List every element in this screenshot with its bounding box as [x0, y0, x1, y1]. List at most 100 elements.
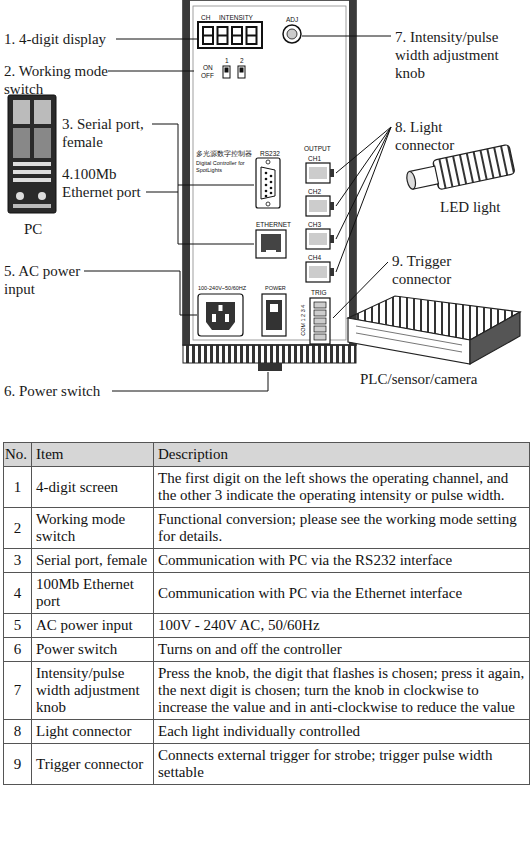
- callout-label: 5. AC power input: [4, 262, 96, 298]
- controller-housing: [193, 6, 346, 340]
- ac-inlet: [198, 294, 243, 336]
- serial-port: [270, 181, 273, 184]
- panel-text: CH1: [308, 155, 321, 162]
- table-cell: Communication with PC via the RS232 inte…: [154, 549, 530, 573]
- leader-line: [112, 372, 268, 391]
- adjust-knob: [283, 25, 301, 43]
- callout-label: 6. Power switch: [4, 382, 144, 400]
- leader-line: [108, 71, 194, 72]
- ethernet-port: [256, 230, 286, 258]
- serial-port: [261, 167, 275, 199]
- panel-text: CH3: [308, 221, 321, 228]
- trigger-connector: [314, 310, 326, 316]
- panel-text: CH4: [308, 254, 321, 261]
- table-cell: Working mode switch: [32, 508, 154, 549]
- power-switch: [266, 300, 282, 330]
- serial-port: [265, 172, 268, 175]
- callout-label: 9. Trigger connector: [392, 252, 472, 288]
- light-connector: [330, 235, 334, 243]
- plc-device: [356, 326, 462, 352]
- trigger-connector: [314, 302, 326, 308]
- power-switch: [262, 294, 286, 336]
- panel-text: ETHERNET: [256, 221, 291, 228]
- table-cell: Intensity/pulse width adjustment knob: [32, 662, 154, 720]
- callout-label: 2. Working mode switch: [4, 62, 122, 98]
- mode-switch: [223, 66, 245, 78]
- light-connector: [306, 196, 330, 216]
- panel-text: POWER: [265, 285, 286, 292]
- panel-text: INTENSITY: [219, 14, 253, 21]
- trigger-connector: [314, 326, 326, 332]
- ac-inlet: [206, 302, 235, 330]
- table-cell: 2: [4, 508, 32, 549]
- table-cell: 100V - 240V AC, 50/60Hz: [154, 614, 530, 638]
- panel-text: COM 1 2 3 4: [300, 300, 307, 340]
- callout-label: 4.100Mb Ethernet port: [62, 165, 154, 201]
- callout-label: 7. Intensity/pulse width adjustment knob: [395, 28, 527, 82]
- leader-line: [146, 192, 178, 193]
- serial-port: [266, 160, 270, 164]
- table-cell: 7: [4, 662, 32, 720]
- digit-display: [203, 27, 257, 44]
- mode-switch: [225, 68, 229, 73]
- table-cell: 4-digit screen: [32, 467, 154, 508]
- serial-port: [270, 192, 273, 195]
- leader-line: [336, 127, 391, 206]
- pc-tower: [34, 100, 51, 124]
- panel-text: 1: [225, 57, 229, 64]
- panel-text: CH: [201, 14, 210, 21]
- leader-line: [302, 36, 391, 37]
- table-cell: 1: [4, 467, 32, 508]
- pc-tower: [8, 95, 56, 213]
- panel-text: RS232: [260, 150, 280, 157]
- controller-housing: [349, 0, 356, 345]
- panel-text: ON: [203, 64, 213, 71]
- panel-text: OUTPUT: [304, 145, 331, 152]
- panel-text: TRIG: [311, 289, 327, 296]
- serial-port: [265, 195, 268, 198]
- table-cell: 6: [4, 638, 32, 662]
- serial-port: [270, 187, 273, 190]
- light-connector: [309, 233, 327, 245]
- ac-inlet: [219, 305, 223, 311]
- panel-text: 多光源数字控制器: [196, 150, 252, 158]
- controller-housing: [183, 345, 356, 363]
- ethernet-port: [266, 250, 276, 254]
- light-connector: [309, 167, 327, 179]
- trigger-connector: [314, 318, 326, 324]
- leader-line: [84, 36, 391, 391]
- light-connector: [330, 268, 334, 276]
- ac-inlet: [225, 314, 229, 322]
- mode-switch: [223, 66, 230, 78]
- light-connector: [306, 229, 330, 249]
- parts-table: No. Item Description 1 4-digit screen Th…: [4, 443, 530, 785]
- light-connector: [330, 169, 334, 177]
- table-cell: 8: [4, 720, 32, 744]
- serial-port: [270, 175, 273, 178]
- table-cell: Turns on and off the controller: [154, 638, 530, 662]
- pc-tower: [34, 128, 51, 158]
- table-row: 3 Serial port, female Communication with…: [4, 549, 530, 573]
- table-row: 7 Intensity/pulse width adjustment knob …: [4, 662, 530, 720]
- power-switch: [270, 304, 278, 312]
- table-cell: 3: [4, 549, 32, 573]
- table-cell: 5: [4, 614, 32, 638]
- pc-tower: [13, 128, 30, 158]
- pc-tower: [13, 170, 51, 174]
- leader-line: [178, 244, 254, 245]
- ac-inlet: [212, 314, 216, 322]
- serial-port: [266, 202, 270, 206]
- table-row: 2 Working mode switch Functional convers…: [4, 508, 530, 549]
- device-label: PLC/sensor/camera: [360, 370, 477, 388]
- table-row: 5 AC power input 100V - 240V AC, 50/60Hz: [4, 614, 530, 638]
- power-switch: [262, 294, 286, 336]
- leader-line: [84, 271, 197, 315]
- mode-switch: [240, 68, 244, 73]
- table-cell: Power switch: [32, 638, 154, 662]
- trigger-connector: [310, 298, 330, 344]
- table-cell: Light connector: [32, 720, 154, 744]
- leader-line: [336, 127, 391, 272]
- serial-port: [265, 190, 268, 193]
- serial-port: [265, 178, 268, 181]
- pc-tower: [13, 178, 51, 182]
